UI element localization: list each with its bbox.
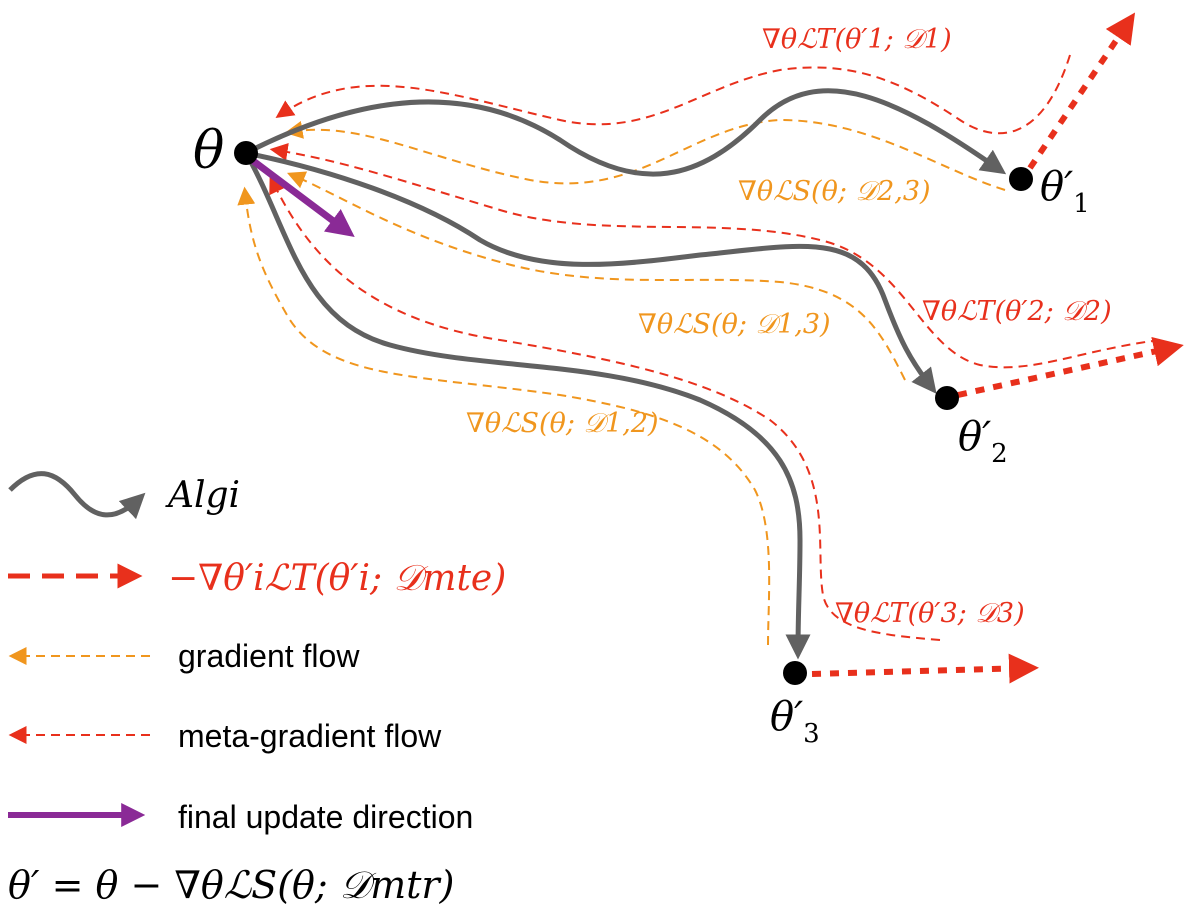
gradient-flow-13 [287, 171, 906, 381]
alg-path-1 [244, 88, 1007, 177]
meta-gradient-flow-2 [269, 143, 1161, 369]
label-grad-23: ∇θℒS(θ; 𝒟2,3) [738, 176, 931, 207]
point-theta2 [935, 386, 959, 410]
final-update-arrow [249, 157, 355, 238]
label-grad-12: ∇θℒS(θ; 𝒟1,2) [466, 408, 659, 439]
update-rule: θ′ = θ − ∇θℒS(θ; 𝒟mtr) [8, 863, 454, 907]
legend-gradient-flow-label: gradient flow [178, 638, 360, 674]
alg-path-3 [243, 151, 811, 660]
label-meta-grad-2: ∇θℒT(θ′2; 𝒟2) [922, 296, 1112, 327]
label-grad-13: ∇θℒS(θ; 𝒟1,3) [638, 309, 831, 340]
label-meta-grad-1: ∇θℒT(θ′1; 𝒟1) [762, 24, 952, 55]
alg-path-2 [245, 150, 937, 394]
legend-meta-gradient-flow-label: meta-gradient flow [178, 718, 442, 754]
label-theta: θ [193, 121, 224, 181]
legend: Algi −∇θ′iℒT(θ′i; 𝒟mte) gradient flow me… [8, 471, 506, 835]
meta-term-arrow-3 [811, 653, 1039, 684]
label-theta3: θ′3 [770, 694, 820, 749]
meta-term-arrow-1 [1027, 12, 1136, 170]
meta-term-arrow-2 [957, 336, 1184, 398]
gradient-flow-23 [284, 118, 1006, 191]
legend-alg-swatch [8, 471, 146, 520]
meta-gradient-flow-3 [269, 175, 941, 641]
label-theta1: θ′1 [1040, 164, 1090, 219]
point-theta3 [783, 661, 807, 685]
meta-gradient-flow-1 [275, 54, 1071, 135]
point-theta1 [1009, 167, 1033, 191]
legend-final-update-label: final update direction [178, 799, 473, 835]
label-meta-grad-3: ∇θℒT(θ′3; 𝒟3) [835, 598, 1025, 629]
legend-alg-label: Algi [165, 475, 240, 516]
legend-meta-term-label: −∇θ′iℒT(θ′i; 𝒟mte) [168, 558, 506, 599]
label-theta2: θ′2 [958, 414, 1008, 469]
point-theta [234, 141, 258, 165]
gradient-flow-12 [237, 186, 771, 646]
